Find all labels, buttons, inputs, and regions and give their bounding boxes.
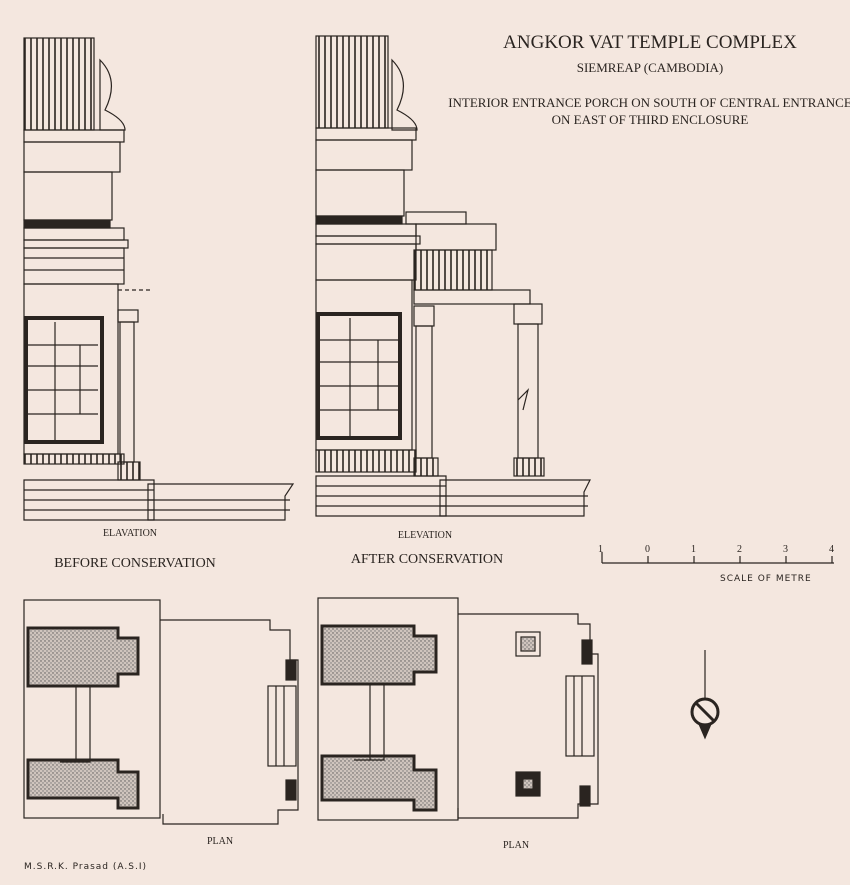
scale-tick: 1 <box>691 544 696 555</box>
scale-tick: 4 <box>829 544 834 555</box>
drawing-subtitle: SIEMREAP (CAMBODIA) <box>576 60 724 75</box>
drawing-title: ANGKOR VAT TEMPLE COMPLEX <box>503 32 797 53</box>
plan-before <box>23 599 299 825</box>
caption-after: AFTER CONSERVATION <box>350 552 504 567</box>
scale-label: SCALE OF METRE <box>720 574 812 584</box>
scale-tick: 3 <box>783 544 788 555</box>
caption-before: BEFORE CONSERVATION <box>54 556 216 571</box>
scale-tick: 1 <box>598 544 603 555</box>
scale-tick: 2 <box>737 544 742 555</box>
elevation-after <box>315 35 591 517</box>
scale-bar <box>601 552 834 564</box>
scale-tick: 0 <box>645 544 650 555</box>
elevation-label-before: ELAVATION <box>102 528 158 539</box>
plan-label-before: PLAN <box>206 836 234 847</box>
north-arrow-icon <box>690 650 720 740</box>
plan-label-after: PLAN <box>502 840 530 851</box>
author-credit: M.S.R.K. Prasad (A.S.I) <box>24 862 147 872</box>
plan-after <box>317 597 599 821</box>
elevation-label-after: ELEVATION <box>397 530 453 541</box>
drawing-description: INTERIOR ENTRANCE PORCH ON SOUTH OF CENT… <box>448 95 850 127</box>
elevation-before <box>23 37 295 521</box>
